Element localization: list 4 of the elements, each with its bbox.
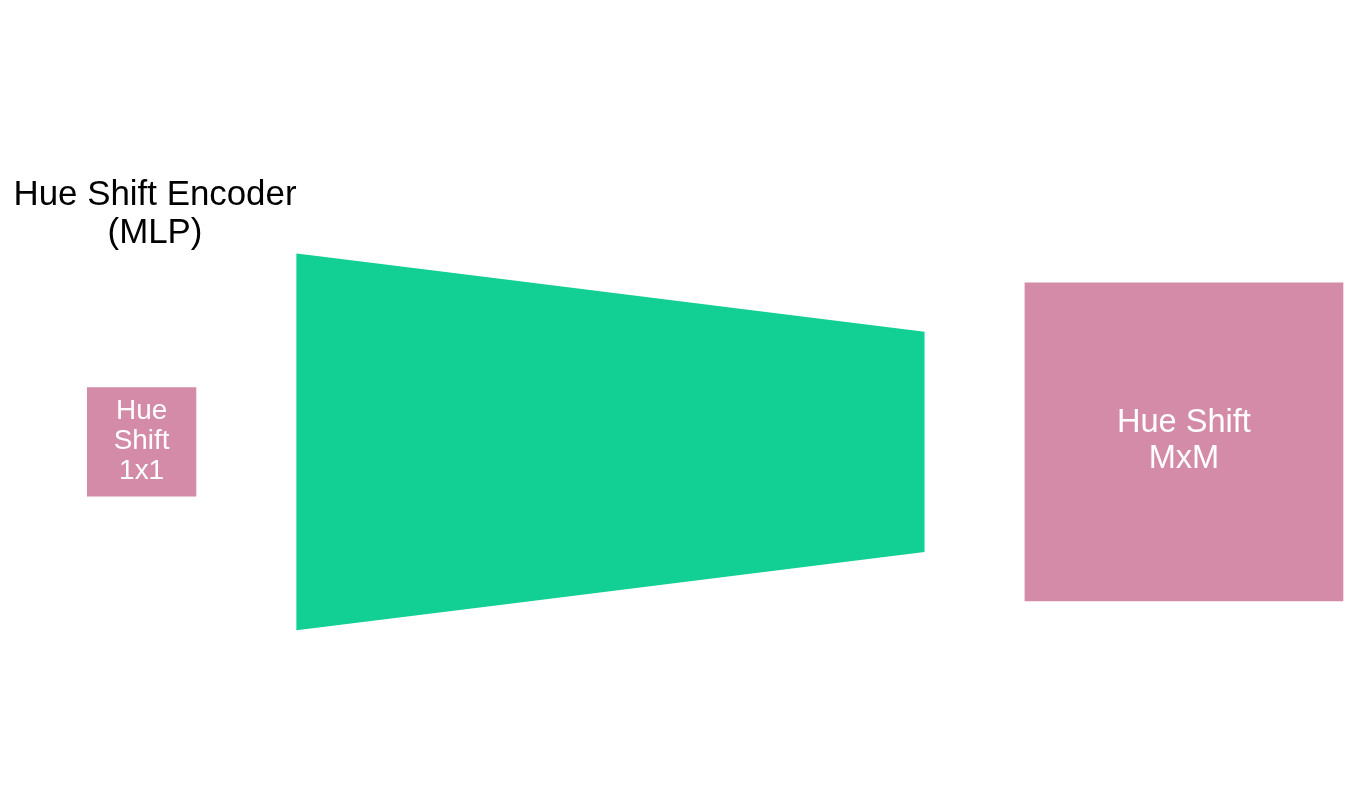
node-label: Hue Shift Encoder (MLP) [13,172,297,250]
node-box [296,252,925,630]
node-box: Hue Shift MxM [1024,282,1344,601]
node-box: Hue Shift 1x1 [86,386,197,497]
